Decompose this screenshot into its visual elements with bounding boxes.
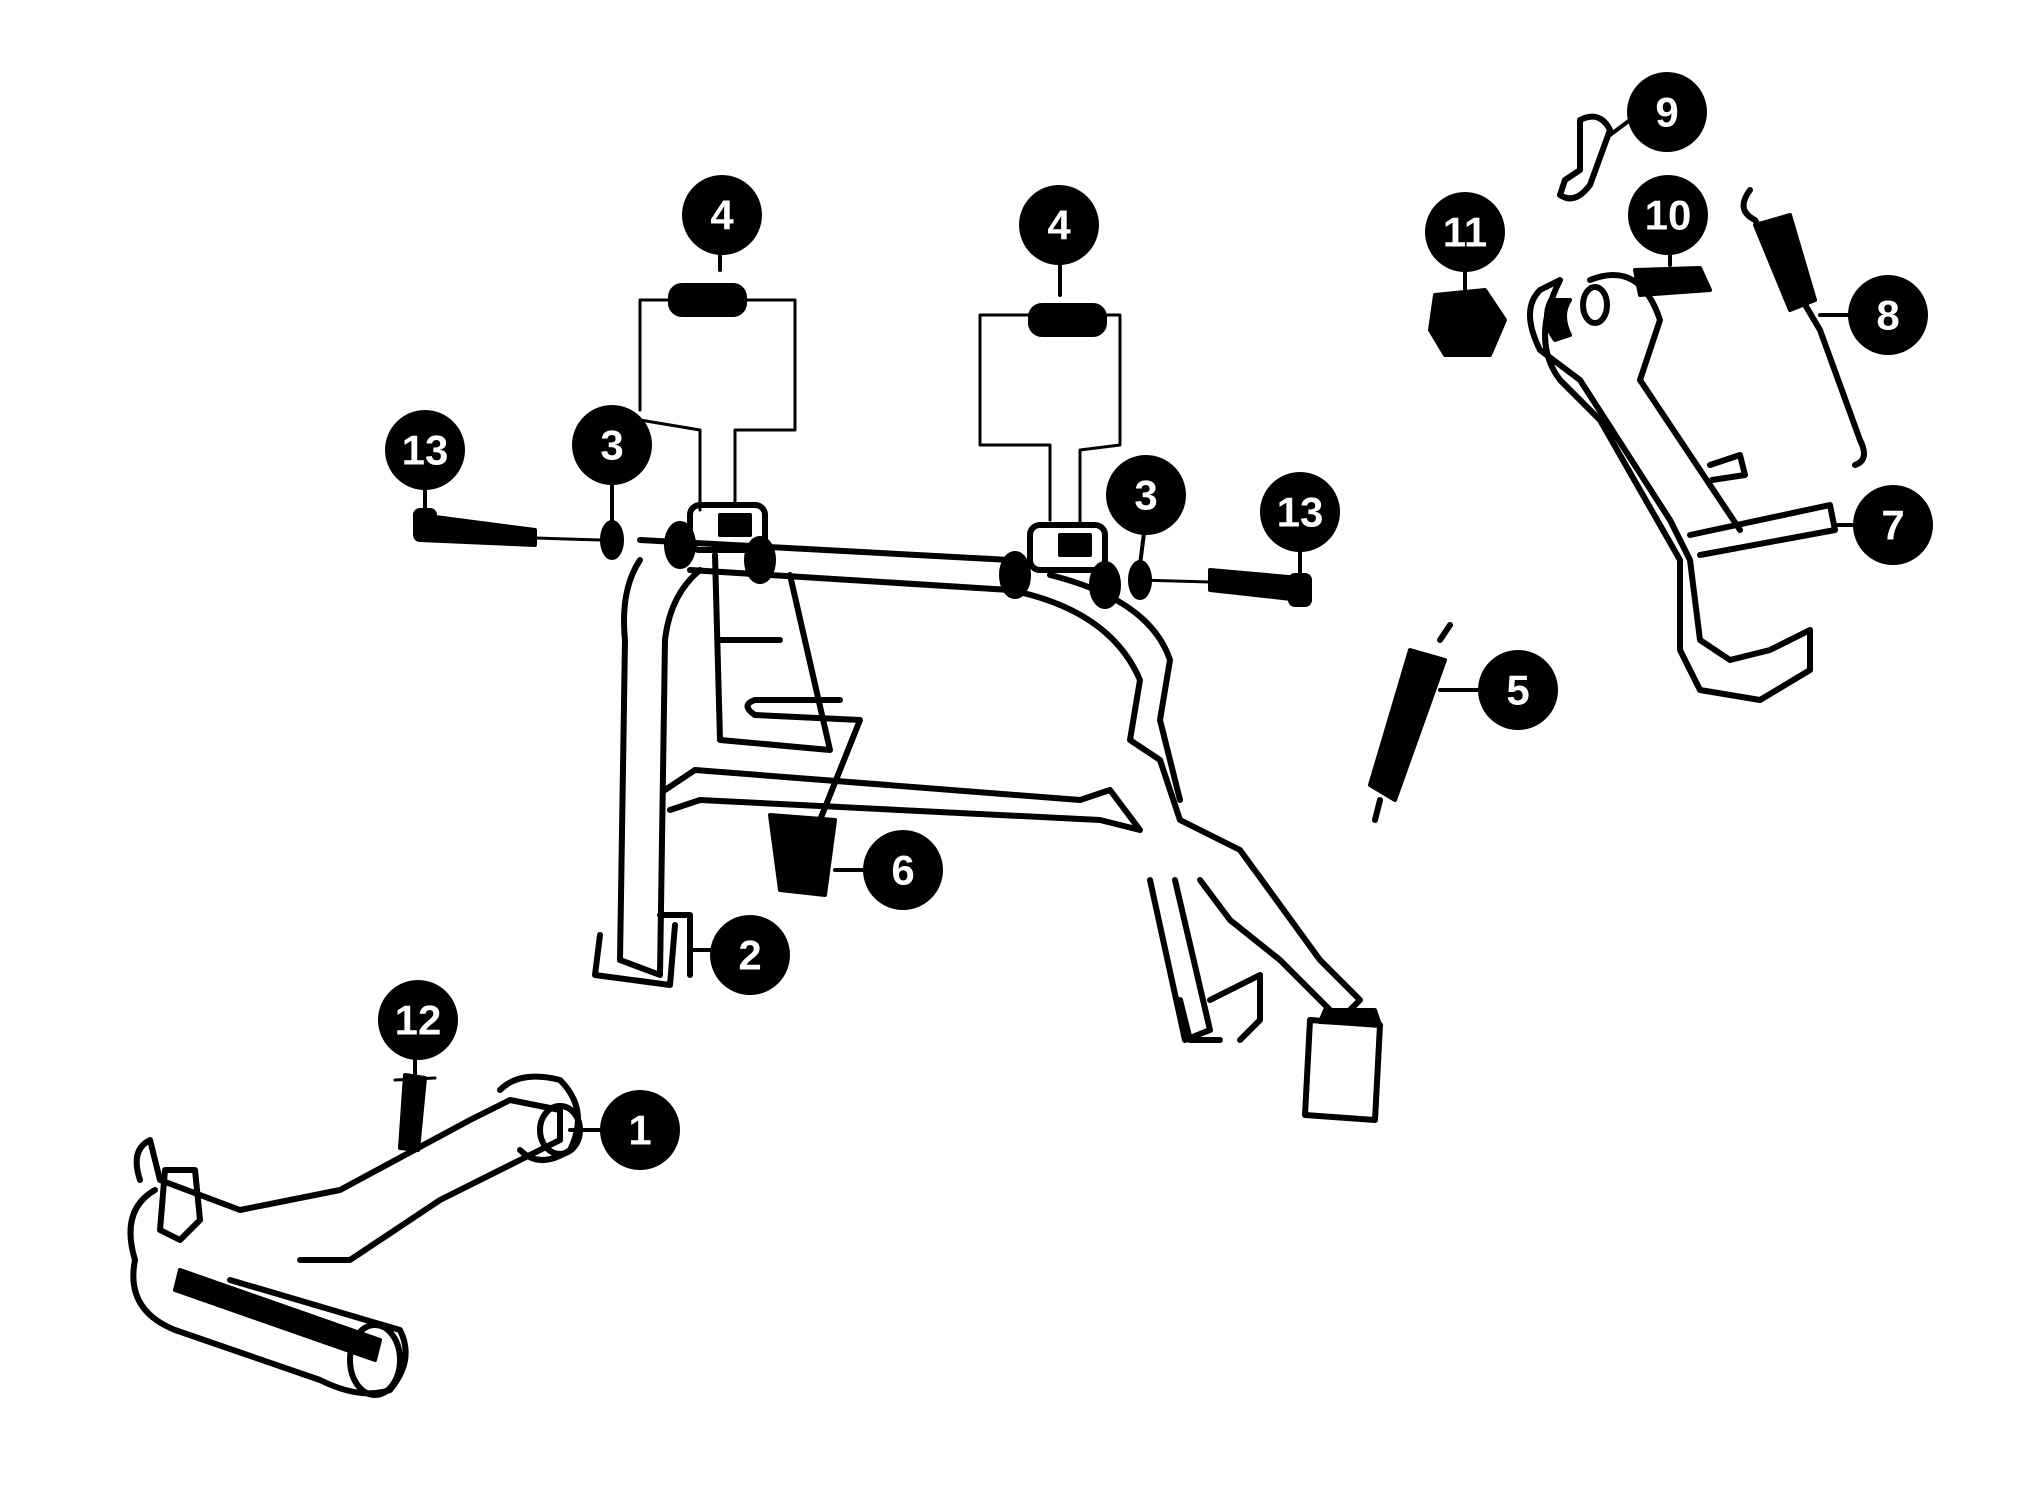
foot-pedal-rubber — [1302, 1008, 1383, 1123]
callout-5: 5 — [1478, 650, 1558, 730]
callout-10: 10 — [1628, 175, 1708, 255]
svg-text:13: 13 — [1277, 489, 1324, 536]
svg-text:4: 4 — [710, 192, 734, 239]
callout-9: 9 — [1627, 72, 1707, 152]
callout-13-left: 13 — [385, 410, 465, 490]
svg-text:3: 3 — [600, 422, 623, 469]
pivot-bolt-right — [1138, 568, 1312, 607]
stand-bolt — [1633, 266, 1712, 297]
side-stand-spring — [1740, 187, 1867, 468]
callout-8: 8 — [1848, 275, 1928, 355]
callout-11: 11 — [1425, 192, 1505, 272]
center-stand-frame — [592, 537, 1363, 1043]
svg-text:7: 7 — [1881, 502, 1904, 549]
pivot-boss-left — [664, 502, 776, 584]
stand-nut — [1428, 288, 1507, 357]
rubber-stopper — [768, 813, 837, 897]
svg-text:1: 1 — [628, 1107, 651, 1154]
callout-4-right: 4 — [1019, 185, 1099, 265]
svg-text:9: 9 — [1655, 89, 1678, 136]
svg-text:8: 8 — [1876, 292, 1899, 339]
kick-lever-pin — [393, 1073, 437, 1152]
svg-text:5: 5 — [1506, 667, 1529, 714]
stand-bracket — [1557, 113, 1613, 202]
pivot-bolt-left — [413, 508, 602, 547]
return-spring — [1368, 622, 1453, 823]
svg-text:10: 10 — [1645, 192, 1692, 239]
svg-text:2: 2 — [738, 932, 761, 979]
callout-3-right: 3 — [1106, 455, 1186, 535]
washer-left — [600, 520, 624, 560]
svg-text:3: 3 — [1134, 472, 1157, 519]
callout-12: 12 — [378, 980, 458, 1060]
bushing-right — [978, 303, 1122, 527]
svg-text:13: 13 — [402, 427, 449, 474]
callout-1: 1 — [600, 1090, 680, 1170]
svg-text:11: 11 — [1443, 209, 1487, 256]
bushing-left — [638, 283, 797, 512]
callout-13-right: 13 — [1260, 472, 1340, 552]
kick-start-lever — [127, 1073, 583, 1398]
svg-text:12: 12 — [395, 997, 442, 1044]
side-stand — [1527, 272, 1838, 703]
svg-text:4: 4 — [1047, 202, 1071, 249]
callout-3-left: 3 — [572, 405, 652, 485]
pivot-boss-right — [999, 522, 1121, 609]
washer-right — [1128, 560, 1152, 600]
callout-2: 2 — [710, 915, 790, 995]
callout-7: 7 — [1853, 485, 1933, 565]
callout-4-left: 4 — [682, 175, 762, 255]
callout-6: 6 — [863, 830, 943, 910]
svg-text:6: 6 — [891, 847, 914, 894]
